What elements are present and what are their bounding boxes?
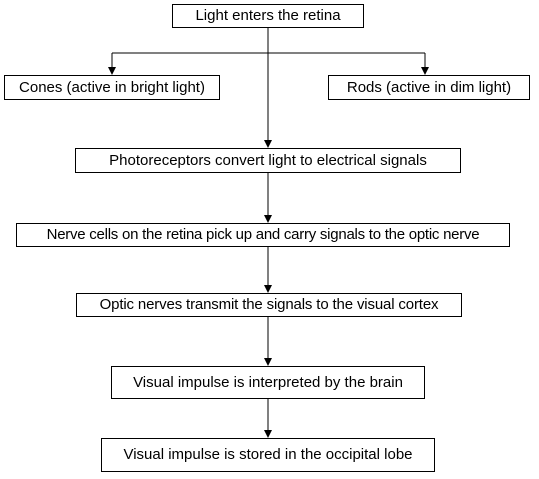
node-cones: Cones (active in bright light) bbox=[4, 75, 220, 100]
node-nerve-cells: Nerve cells on the retina pick up and ca… bbox=[16, 223, 510, 247]
node-photoreceptors: Photoreceptors convert light to electric… bbox=[75, 148, 461, 173]
node-rods: Rods (active in dim light) bbox=[328, 75, 530, 100]
node-impulse-interpreted: Visual impulse is interpreted by the bra… bbox=[111, 366, 425, 399]
node-light-enters-retina: Light enters the retina bbox=[172, 4, 364, 28]
node-optic-nerves: Optic nerves transmit the signals to the… bbox=[76, 293, 462, 317]
node-impulse-stored: Visual impulse is stored in the occipita… bbox=[101, 438, 435, 472]
